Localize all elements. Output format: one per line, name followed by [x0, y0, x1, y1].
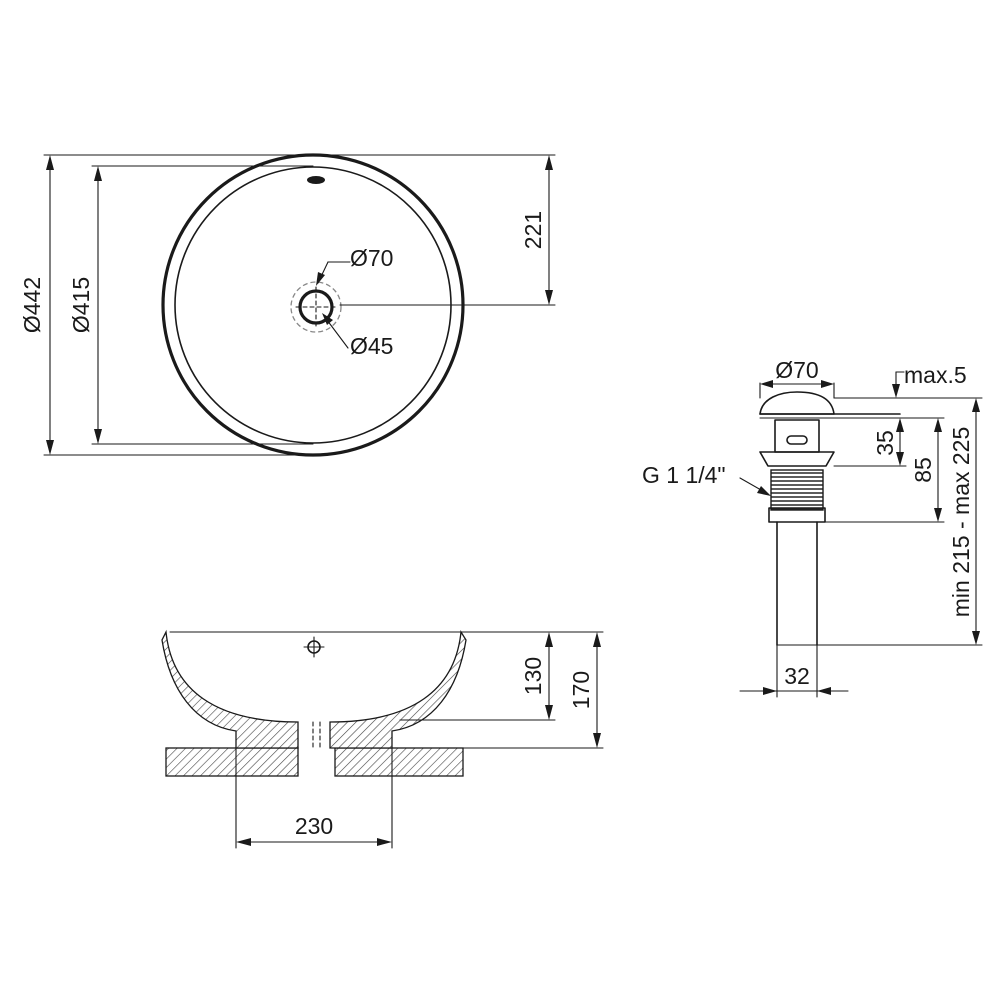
label-outer-diameter: Ø442 [19, 277, 45, 333]
countertop-right [334, 747, 464, 777]
dim-waste-85: 85 [824, 417, 945, 523]
label-waste-range: min 215 - max 225 [948, 427, 974, 617]
basin-shell-section-right [329, 630, 467, 749]
dim-waste-pipe: 32 [739, 644, 849, 698]
label-waste-pipe: 32 [784, 663, 810, 689]
dim-waste-cap: Ø70 [759, 357, 835, 399]
label-total-height: 170 [568, 671, 594, 709]
side-view: 130 170 230 [161, 629, 604, 849]
label-waste-35: 35 [872, 430, 898, 456]
top-view: Ø442 Ø415 221 Ø70 [19, 153, 556, 457]
waste-nut [768, 507, 826, 523]
label-base-width: 230 [295, 813, 333, 839]
waste-slot [786, 435, 808, 445]
label-drain-inner: Ø45 [350, 333, 393, 359]
waste-thread [770, 469, 824, 511]
leader-waste-thread: G 1 1/4" [642, 462, 771, 496]
label-waste-85: 85 [910, 457, 936, 483]
label-basin-depth: 130 [520, 657, 546, 695]
waste-flange [759, 451, 835, 467]
dim-inner-diameter: Ø415 [68, 165, 314, 445]
basin-shell-section [161, 629, 299, 749]
leader-drain-inner: Ø45 [322, 313, 393, 359]
leader-drain-outer: Ø70 [316, 245, 393, 286]
dim-outer-diameter: Ø442 [19, 154, 319, 456]
drain-outer-circle [290, 281, 342, 333]
label-inner-diameter: Ø415 [68, 277, 94, 333]
label-waste-thread: G 1 1/4" [642, 462, 726, 488]
countertop-left [165, 747, 299, 777]
dim-waste-range: min 215 - max 225 [816, 397, 983, 646]
label-waste-max: max.5 [904, 362, 967, 388]
dim-drain-offset: 221 [312, 154, 556, 306]
waste-valve-view: Ø70 max.5 35 85 [642, 357, 983, 698]
overflow-slot [307, 176, 325, 184]
dim-waste-35: 35 [833, 418, 907, 467]
waste-cap [759, 391, 835, 415]
dim-base-width: 230 [235, 747, 393, 849]
label-drain-outer: Ø70 [350, 245, 393, 271]
dim-total-height: 170 [462, 631, 604, 749]
dim-waste-max: max.5 [833, 362, 967, 399]
label-waste-cap: Ø70 [775, 357, 818, 383]
dim-basin-depth: 130 [399, 631, 556, 721]
label-drain-offset: 221 [520, 211, 546, 249]
